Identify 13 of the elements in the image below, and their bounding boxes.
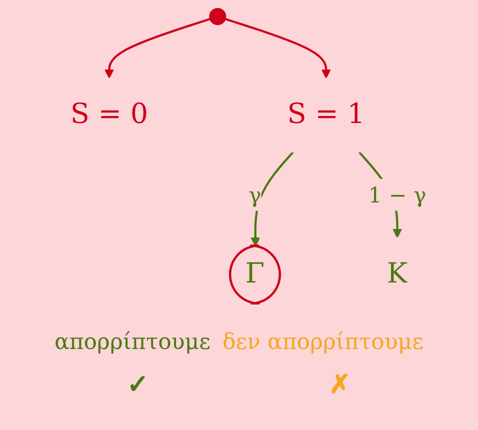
node-text: K bbox=[386, 258, 408, 290]
edge-label: γ bbox=[248, 182, 262, 208]
check-mark: ✓ bbox=[127, 369, 149, 400]
cross-mark: ✗ bbox=[329, 369, 351, 400]
node-circle bbox=[209, 8, 226, 26]
non-rejection-note: δεν απορρίπτουμε bbox=[222, 330, 424, 355]
arrow bbox=[104, 18, 210, 79]
node-text: S = 1 bbox=[287, 98, 366, 131]
edge-label: 1 − γ bbox=[368, 182, 426, 208]
arrow bbox=[250, 151, 294, 247]
node-text: S = 0 bbox=[70, 98, 148, 131]
arrow bbox=[224, 18, 331, 79]
rejection-note: απορρίπτουμε bbox=[54, 330, 210, 355]
